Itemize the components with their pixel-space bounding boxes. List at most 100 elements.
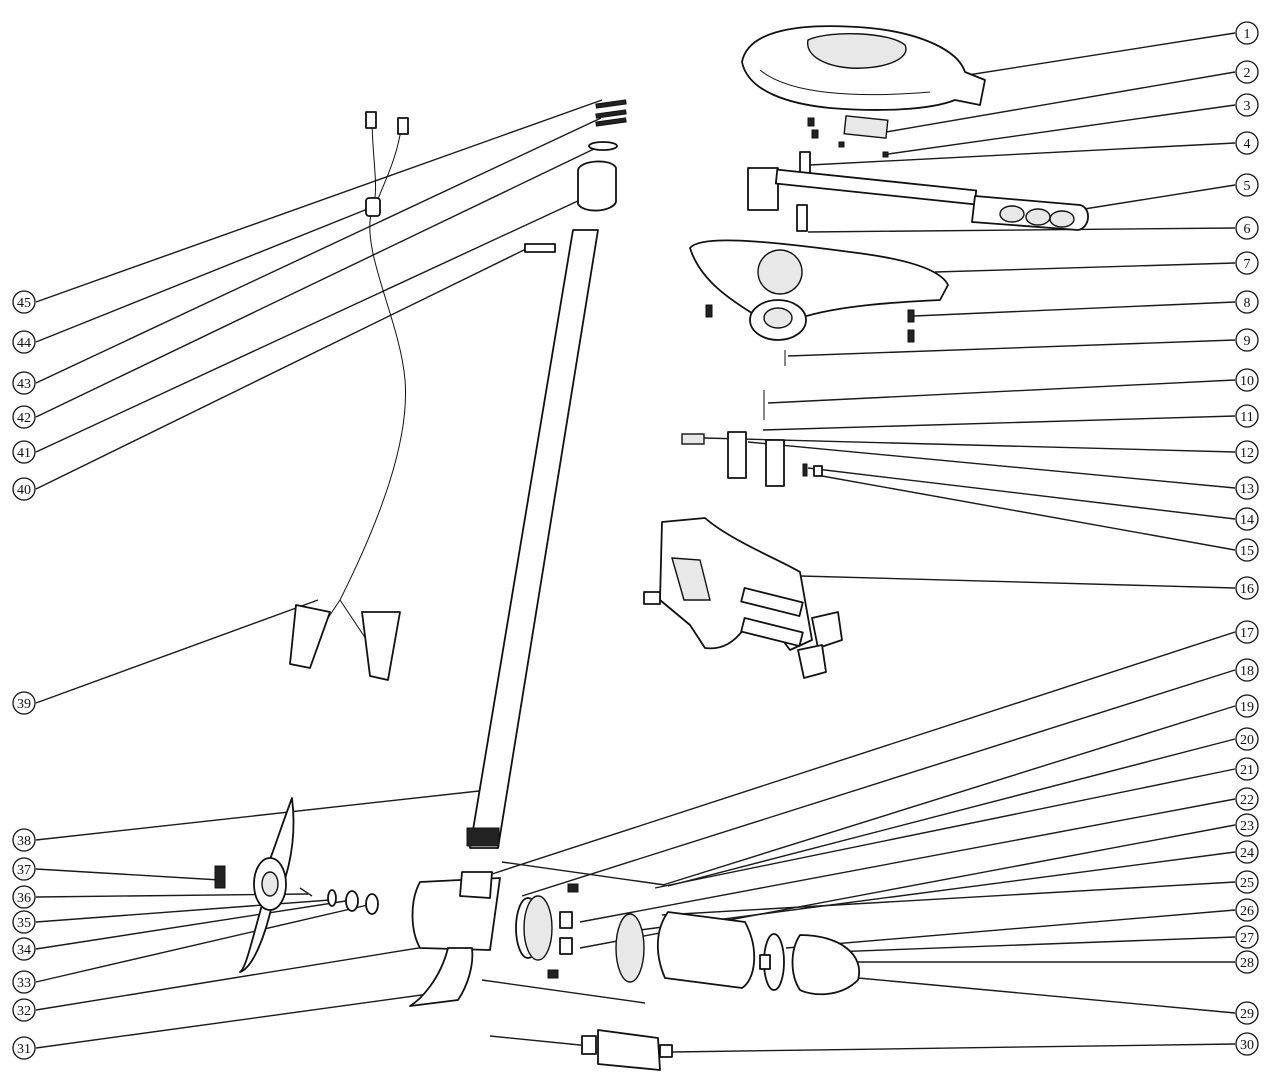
callout-label: 26 — [1240, 904, 1254, 919]
callout-circle — [12, 440, 36, 464]
callout-32: 32 — [12, 998, 36, 1022]
callout-label: 28 — [1240, 956, 1254, 971]
callout-15: 15 — [1235, 538, 1259, 562]
callout-circle — [1235, 476, 1259, 500]
callout-22: 22 — [1235, 787, 1259, 811]
shaft-part — [466, 229, 599, 849]
callout-42: 42 — [12, 405, 36, 429]
callout-31: 31 — [12, 1036, 36, 1060]
callout-33: 33 — [12, 970, 36, 994]
callout-19: 19 — [1235, 694, 1259, 718]
callout-label: 20 — [1240, 733, 1254, 748]
leader-line-2 — [885, 71, 1236, 133]
callout-17: 17 — [1235, 620, 1259, 644]
callout-label: 11 — [1240, 410, 1253, 425]
callout-label: 30 — [1240, 1038, 1254, 1053]
leader-line-1 — [967, 32, 1236, 76]
callout-44: 44 — [12, 330, 36, 354]
leader-line-42 — [35, 147, 597, 418]
callout-circle — [1235, 60, 1259, 84]
leader-line-30 — [671, 1043, 1236, 1053]
fasteners-upper — [705, 304, 915, 420]
callout-label: 6 — [1244, 222, 1251, 237]
callout-label: 1 — [1244, 27, 1251, 42]
callout-21: 21 — [1235, 757, 1259, 781]
callout-label: 35 — [17, 916, 31, 931]
leader-line-43 — [35, 117, 602, 384]
callout-9: 9 — [1235, 328, 1259, 352]
leader-line-35 — [35, 899, 331, 923]
leader-line-32 — [35, 939, 469, 1011]
callout-circle — [12, 998, 36, 1022]
callout-circle — [1235, 251, 1259, 275]
leader-line-37 — [35, 868, 221, 881]
motor-housing-part — [409, 871, 501, 1007]
leader-line-40 — [35, 247, 529, 490]
leader-line-9 — [787, 339, 1236, 357]
callout-circle — [12, 937, 36, 961]
callout-label: 29 — [1240, 1007, 1254, 1022]
leader-lines — [35, 32, 1236, 1053]
callout-label: 40 — [17, 483, 31, 498]
tiller-handle-part — [747, 167, 1089, 231]
callout-circle — [1235, 787, 1259, 811]
leader-line-17 — [491, 631, 1236, 875]
leader-line-20 — [667, 738, 1236, 887]
leader-line-7 — [934, 262, 1236, 273]
callout-label: 33 — [17, 976, 31, 991]
callout-circle — [1235, 507, 1259, 531]
callout-label: 45 — [17, 296, 31, 311]
callout-30: 30 — [1235, 1032, 1259, 1056]
leader-line-24 — [639, 851, 1236, 931]
callout-label: 24 — [1240, 846, 1254, 861]
leader-line-13 — [747, 441, 1236, 489]
callout-circle — [1235, 1001, 1259, 1025]
callout-circle — [1235, 950, 1259, 974]
leader-line-41 — [35, 199, 581, 453]
leader-line-10 — [767, 379, 1236, 404]
callout-label: 13 — [1240, 482, 1254, 497]
callout-label: 36 — [17, 891, 31, 906]
leader-line-39 — [35, 599, 319, 704]
callout-27: 27 — [1235, 925, 1259, 949]
leader-line-26 — [785, 909, 1236, 949]
callout-circle — [1235, 21, 1259, 45]
callout-circle — [12, 477, 36, 501]
leader-line-22 — [579, 798, 1236, 923]
leader-line-4 — [809, 142, 1236, 166]
callout-circle — [12, 910, 36, 934]
circuit-parts — [799, 115, 889, 175]
callout-45: 45 — [12, 290, 36, 314]
leader-line-34 — [35, 899, 353, 950]
callout-label: 18 — [1240, 664, 1254, 679]
callout-label: 15 — [1240, 544, 1254, 559]
armature-part — [489, 1029, 673, 1071]
switch-plate-part — [796, 204, 808, 232]
callout-4: 4 — [1235, 131, 1259, 155]
clamp-knob-parts — [681, 431, 823, 487]
callout-label: 7 — [1244, 257, 1251, 272]
callout-markers: 1234567891011121314151617181920212223242… — [12, 21, 1259, 1060]
callout-label: 10 — [1240, 374, 1254, 389]
callout-24: 24 — [1235, 840, 1259, 864]
callout-label: 34 — [17, 943, 31, 958]
callout-40: 40 — [12, 477, 36, 501]
callout-label: 39 — [17, 697, 31, 712]
callout-25: 25 — [1235, 870, 1259, 894]
callout-20: 20 — [1235, 727, 1259, 751]
callout-circle — [1235, 538, 1259, 562]
callout-circle — [1235, 898, 1259, 922]
callout-label: 25 — [1240, 876, 1254, 891]
tie-rods — [481, 861, 666, 1004]
callout-circle — [1235, 727, 1259, 751]
callout-14: 14 — [1235, 507, 1259, 531]
propeller-parts — [214, 797, 379, 973]
callout-29: 29 — [1235, 1001, 1259, 1025]
leader-line-14 — [807, 467, 1236, 520]
callout-38: 38 — [12, 828, 36, 852]
callout-label: 42 — [17, 411, 31, 426]
callout-circle — [1235, 813, 1259, 837]
callout-label: 14 — [1240, 513, 1254, 528]
callout-circle — [12, 691, 36, 715]
